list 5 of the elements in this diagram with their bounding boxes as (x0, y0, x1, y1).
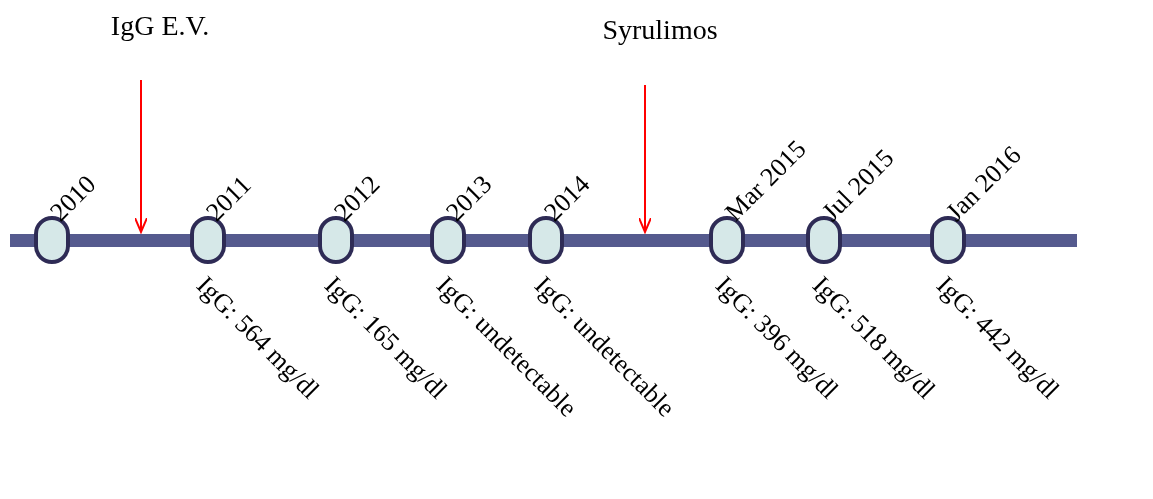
event-label: Syrulimos (602, 12, 718, 47)
date-label: 2011 (201, 171, 257, 226)
event-label: IgG E.V. (110, 8, 210, 43)
arrow (638, 84, 652, 233)
arrow (134, 79, 148, 233)
